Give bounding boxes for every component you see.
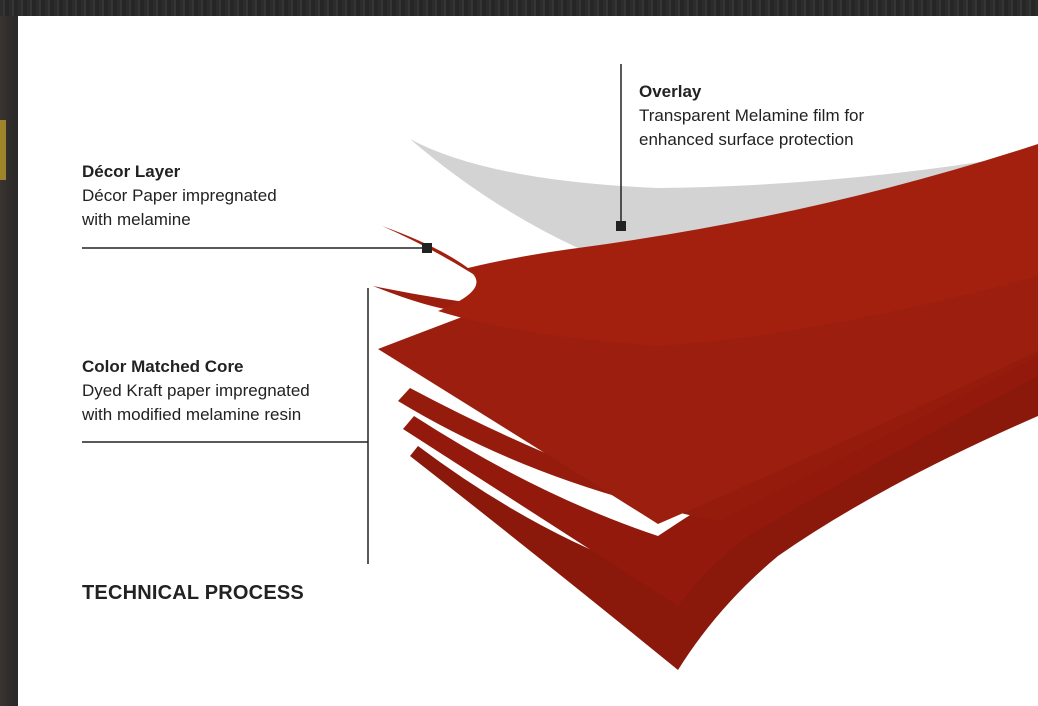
top-border: [0, 0, 1038, 16]
core-description: Dyed Kraft paper impregnated with modifi…: [82, 381, 310, 424]
decor-sheet: [382, 144, 1038, 346]
core-title: Color Matched Core: [82, 357, 244, 376]
page-title: TECHNICAL PROCESS: [82, 582, 304, 604]
decor-description: Décor Paper impregnated with melamine: [82, 186, 277, 229]
decor-title: Décor Layer: [82, 162, 181, 181]
diagram-panel: Overlay Transparent Melamine film for en…: [18, 16, 1038, 706]
core-sheet-2: [398, 316, 1038, 521]
decor-label: Décor Layer Décor Paper impregnated with…: [82, 160, 277, 232]
overlay-leader-marker: [616, 221, 626, 231]
overlay-title: Overlay: [639, 82, 702, 101]
decor-leader-marker: [422, 243, 432, 253]
overlay-label: Overlay Transparent Melamine film for en…: [639, 80, 864, 152]
core-label: Color Matched Core Dyed Kraft paper impr…: [82, 355, 310, 427]
overlay-description: Transparent Melamine film for enhanced s…: [639, 106, 865, 149]
core-sheet-3: [403, 326, 1038, 606]
left-accent: [0, 120, 6, 180]
laminate-layers-diagram: [82, 64, 1038, 670]
